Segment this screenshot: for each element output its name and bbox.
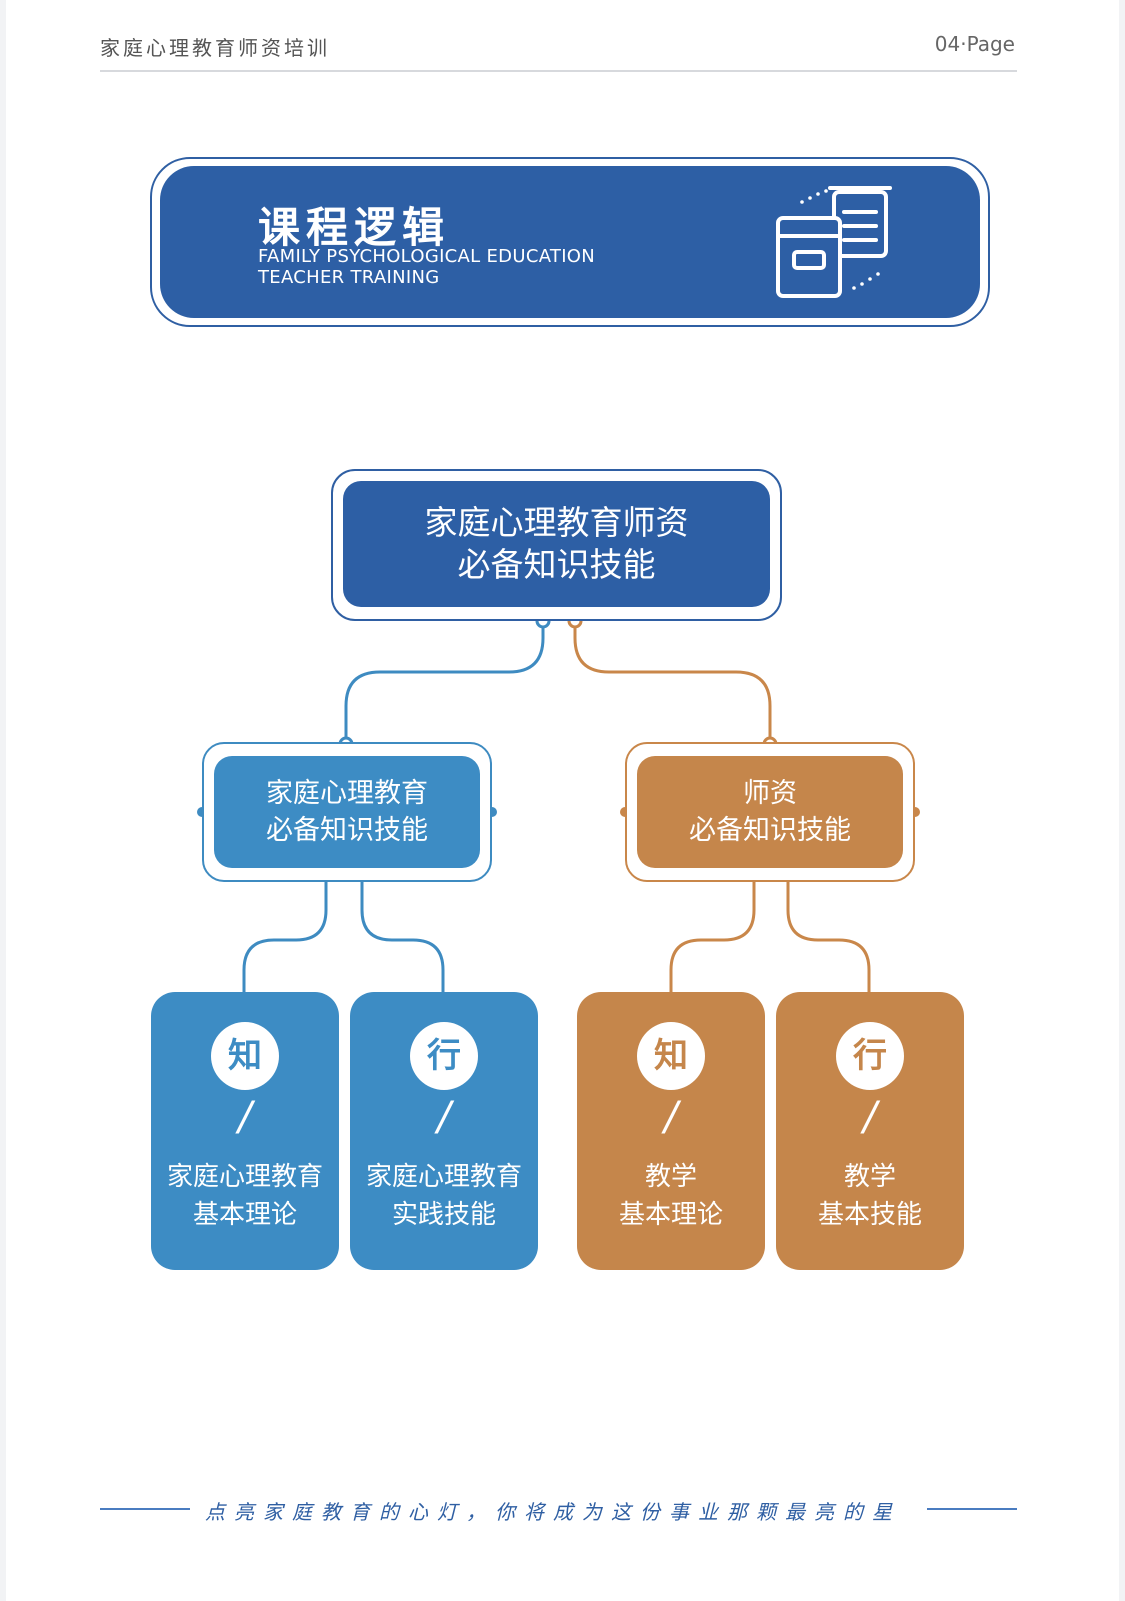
header-title: 家庭心理教育师资培训	[100, 36, 330, 60]
leaf-text-line1: 教学	[644, 1162, 697, 1192]
leaf-card-teaching-skills: 行 / 教学 基本技能	[776, 992, 964, 1270]
connector-left-leaf2	[360, 882, 445, 992]
leaf-badge: 行	[410, 1022, 478, 1090]
connector-right-leaf1	[669, 882, 756, 992]
leaf-slash: /	[437, 1094, 451, 1140]
page-number: 04·Page	[934, 32, 1015, 56]
banner-subtitle-line1: FAMILY PSYCHOLOGICAL EDUCATION	[258, 246, 596, 267]
leaf-slash: /	[863, 1094, 877, 1140]
banner-title: 课程逻辑	[258, 203, 451, 252]
connector-root-right	[573, 621, 772, 742]
leaf-text-line2: 基本理论	[192, 1200, 297, 1230]
banner-subtitle-line2: TEACHER TRAINING	[258, 267, 440, 288]
right-branch-line1: 师资	[743, 778, 797, 809]
right-branch-node: 师资 必备知识技能	[637, 756, 903, 868]
connector-root-left	[344, 621, 545, 742]
root-node-line1: 家庭心理教育师资	[424, 503, 689, 542]
left-branch-line2: 必备知识技能	[266, 815, 428, 846]
right-branch-line2: 必备知识技能	[689, 815, 851, 846]
leaf-text: 教学 基本技能	[776, 1158, 964, 1234]
leaf-badge: 知	[637, 1022, 705, 1090]
root-node-line2: 必备知识技能	[457, 545, 656, 584]
leaf-text-line2: 基本技能	[817, 1200, 922, 1230]
leaf-slash: /	[238, 1094, 252, 1140]
banner-frame	[150, 157, 990, 327]
page-edge-left	[0, 0, 6, 1601]
connector-left-leaf1	[242, 882, 328, 992]
leaf-badge: 行	[836, 1022, 904, 1090]
leaf-text-line2: 基本理论	[618, 1200, 723, 1230]
footer-rule-left	[100, 1508, 190, 1510]
leaf-card-family-theory: 知 / 家庭心理教育 基本理论	[151, 992, 339, 1270]
leaf-text-line1: 教学	[843, 1162, 896, 1192]
connector-right-leaf2	[786, 882, 871, 992]
banner: 课程逻辑 FAMILY PSYCHOLOGICAL EDUCATION TEAC…	[160, 166, 980, 318]
books-icon	[776, 186, 892, 298]
leaf-text-line1: 家庭心理教育	[166, 1162, 323, 1192]
leaf-badge: 知	[211, 1022, 279, 1090]
root-node: 家庭心理教育师资 必备知识技能	[343, 481, 770, 607]
leaf-slash: /	[664, 1094, 678, 1140]
leaf-text: 教学 基本理论	[577, 1158, 765, 1234]
left-branch-line1: 家庭心理教育	[266, 778, 428, 809]
leaf-text: 家庭心理教育 实践技能	[350, 1158, 538, 1234]
footer-rule-right	[927, 1508, 1017, 1510]
leaf-text: 家庭心理教育 基本理论	[151, 1158, 339, 1234]
page-edge-right	[1119, 0, 1125, 1601]
leaf-card-teaching-theory: 知 / 教学 基本理论	[577, 992, 765, 1270]
left-branch-node: 家庭心理教育 必备知识技能	[214, 756, 480, 868]
footer-slogan: 点亮家庭教育的心灯，你将成为这份事业那颗最亮的星	[205, 1500, 901, 1524]
leaf-text-line1: 家庭心理教育	[365, 1162, 522, 1192]
header-divider	[100, 70, 1017, 72]
leaf-card-family-practice: 行 / 家庭心理教育 实践技能	[350, 992, 538, 1270]
leaf-text-line2: 实践技能	[391, 1200, 496, 1230]
